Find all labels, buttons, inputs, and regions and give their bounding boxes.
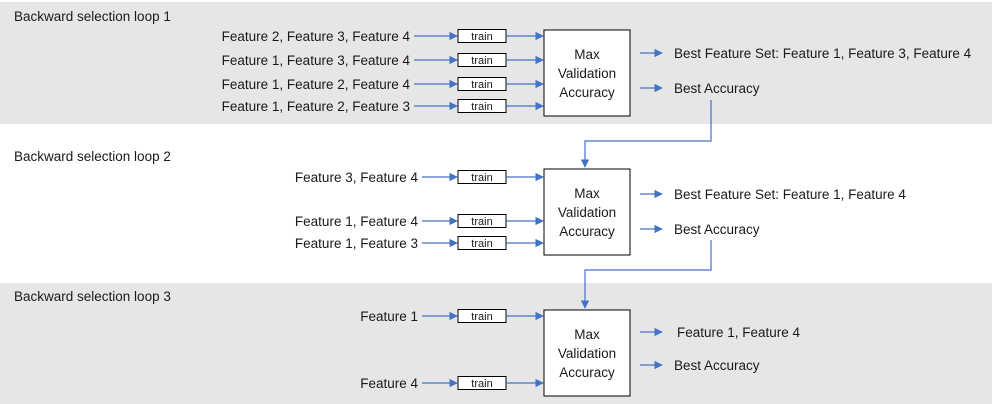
loop-1-input-label: Feature 2, Feature 3, Feature 4	[222, 29, 411, 44]
loop-2-train-label: train	[471, 238, 492, 250]
loop-1-input-label: Feature 1, Feature 2, Feature 3	[222, 99, 410, 114]
loop-1-best-feature-set: Best Feature Set: Feature 1, Feature 3, …	[674, 46, 972, 61]
loop-1-train-label: train	[471, 31, 492, 43]
loop-2-max-box-text: Accuracy	[559, 224, 615, 239]
loop-2-max-box-text: Max	[574, 186, 600, 201]
loop-connector-1-to-2	[580, 100, 712, 168]
loop-2-train-label: train	[471, 172, 492, 184]
loop-3-best-feature-set: Feature 1, Feature 4	[677, 325, 801, 340]
loop-2-input-label: Feature 1, Feature 4	[295, 214, 419, 229]
loop-1-title: Backward selection loop 1	[14, 9, 171, 24]
loop-1-best-accuracy: Best Accuracy	[674, 81, 760, 96]
loop-3-input-label: Feature 4	[360, 376, 418, 391]
loop-2-train-label: train	[471, 216, 492, 228]
loop-3-max-box-text: Validation	[558, 346, 616, 361]
loop-2-max-box-text: Validation	[558, 205, 616, 220]
loop-3-train-label: train	[471, 378, 492, 390]
loop-1-input-label: Feature 1, Feature 2, Feature 4	[222, 77, 411, 92]
loop-1-max-box	[543, 29, 631, 117]
loop-3-train-label: train	[471, 311, 492, 323]
loop-2-input-label: Feature 1, Feature 3	[295, 236, 418, 251]
loop-3-best-accuracy: Best Accuracy	[674, 358, 760, 373]
loop-2-best-accuracy: Best Accuracy	[674, 222, 760, 237]
loop-1-train-label: train	[471, 101, 492, 113]
loop-1-input-label: Feature 1, Feature 3, Feature 4	[222, 53, 411, 68]
loop-1-train-label: train	[471, 55, 492, 67]
loop-2-max-box	[543, 168, 631, 256]
loop-2-input-label: Feature 3, Feature 4	[295, 170, 419, 185]
loop-2-title: Backward selection loop 2	[14, 149, 171, 164]
loop-1-max-box-text: Accuracy	[559, 85, 615, 100]
loop-3-max-box-text: Max	[574, 327, 600, 342]
loop-1-train-label: train	[471, 79, 492, 91]
loop-3-title: Backward selection loop 3	[14, 289, 171, 304]
loop-3-max-box	[543, 309, 631, 397]
loop-3-input-label: Feature 1	[360, 309, 418, 324]
loop-1-max-box-text: Max	[574, 47, 600, 62]
loop-2-best-feature-set: Best Feature Set: Feature 1, Feature 4	[674, 187, 906, 202]
loop-3-max-box-text: Accuracy	[559, 365, 615, 380]
loop-1-max-box-text: Validation	[558, 66, 616, 81]
loop-connector-2-to-3	[580, 240, 712, 309]
